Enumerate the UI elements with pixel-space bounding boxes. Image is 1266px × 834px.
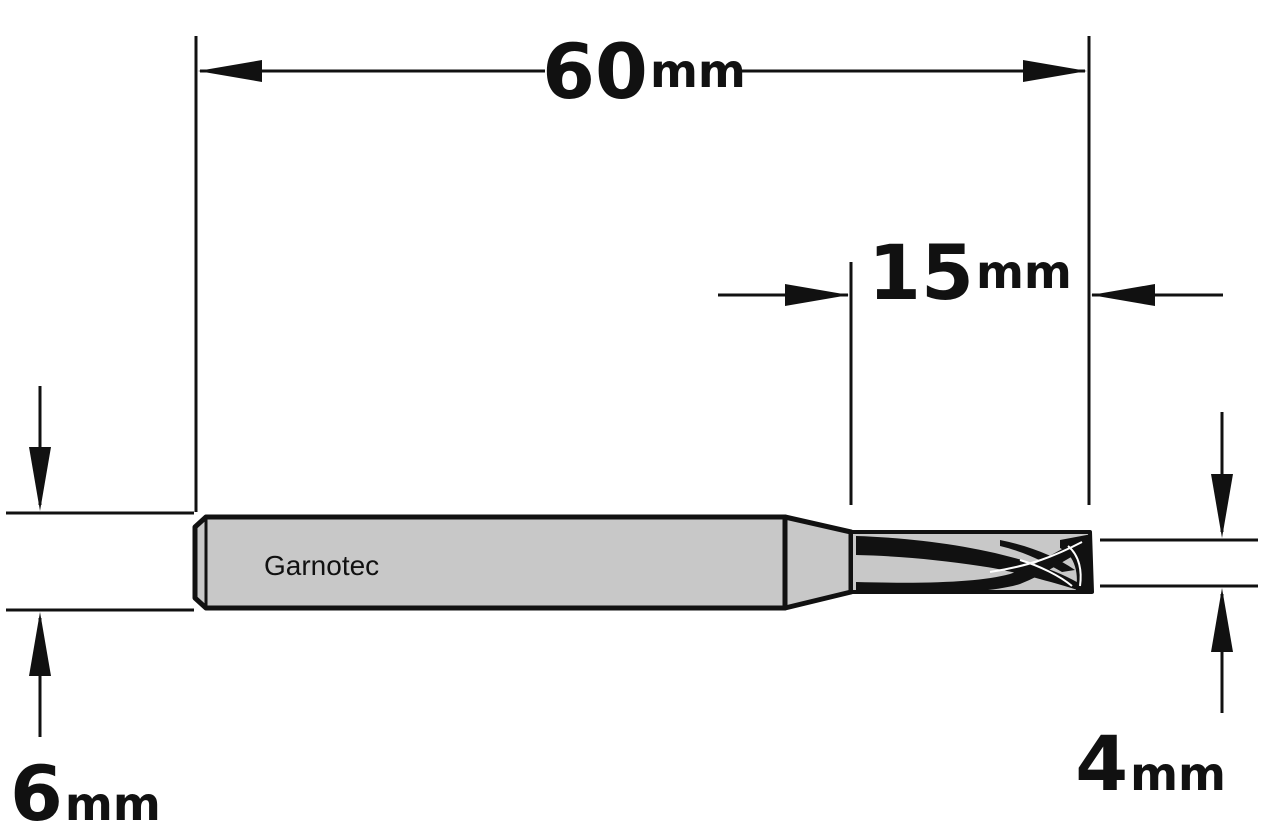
arrowhead-right — [1023, 60, 1087, 82]
arrowhead-left — [1091, 284, 1155, 306]
cutting-diameter-value: 4 — [1075, 719, 1128, 808]
shank-taper — [782, 514, 854, 611]
cutting-length-unit: mm — [976, 245, 1072, 299]
arrowhead-down — [29, 447, 51, 511]
overall-length-dimension: 60mm — [198, 27, 1087, 116]
flute-band — [856, 535, 1090, 593]
extension-lines — [6, 36, 1258, 612]
cutting-length-dimension: 15mm — [718, 228, 1223, 317]
arrowhead-up — [1211, 588, 1233, 652]
flute-band — [1000, 540, 1075, 572]
cutting-length-value: 15 — [868, 228, 974, 317]
cutting-diameter-unit: mm — [1130, 747, 1226, 801]
shank-diameter-value: 6 — [10, 749, 63, 834]
flute-edge — [1067, 545, 1082, 587]
cutting-diameter-label: 4mm — [1075, 719, 1226, 808]
overall-length-label: 60mm — [542, 27, 746, 116]
tool-brand-label: Garnotec — [264, 550, 379, 581]
router-bit: Garnotec — [192, 514, 1094, 611]
overall-length-value: 60 — [542, 27, 648, 116]
shank-diameter-dimension: 6mm — [10, 386, 161, 834]
arrowhead-up — [29, 612, 51, 676]
flute-highlights — [989, 541, 1083, 587]
shank-diameter-unit: mm — [65, 777, 161, 831]
arrowhead-down — [1211, 474, 1233, 538]
cutting-diameter-dimension: 4mm — [1075, 412, 1233, 808]
arrowhead-right — [785, 284, 849, 306]
arrowhead-left — [198, 60, 262, 82]
overall-length-unit: mm — [650, 44, 746, 98]
flute-band — [856, 536, 1090, 594]
flute-edge — [989, 541, 1083, 573]
flute-edge — [1019, 559, 1073, 587]
shank-diameter-label: 6mm — [10, 749, 161, 834]
cutting-length-label: 15mm — [868, 228, 1072, 317]
